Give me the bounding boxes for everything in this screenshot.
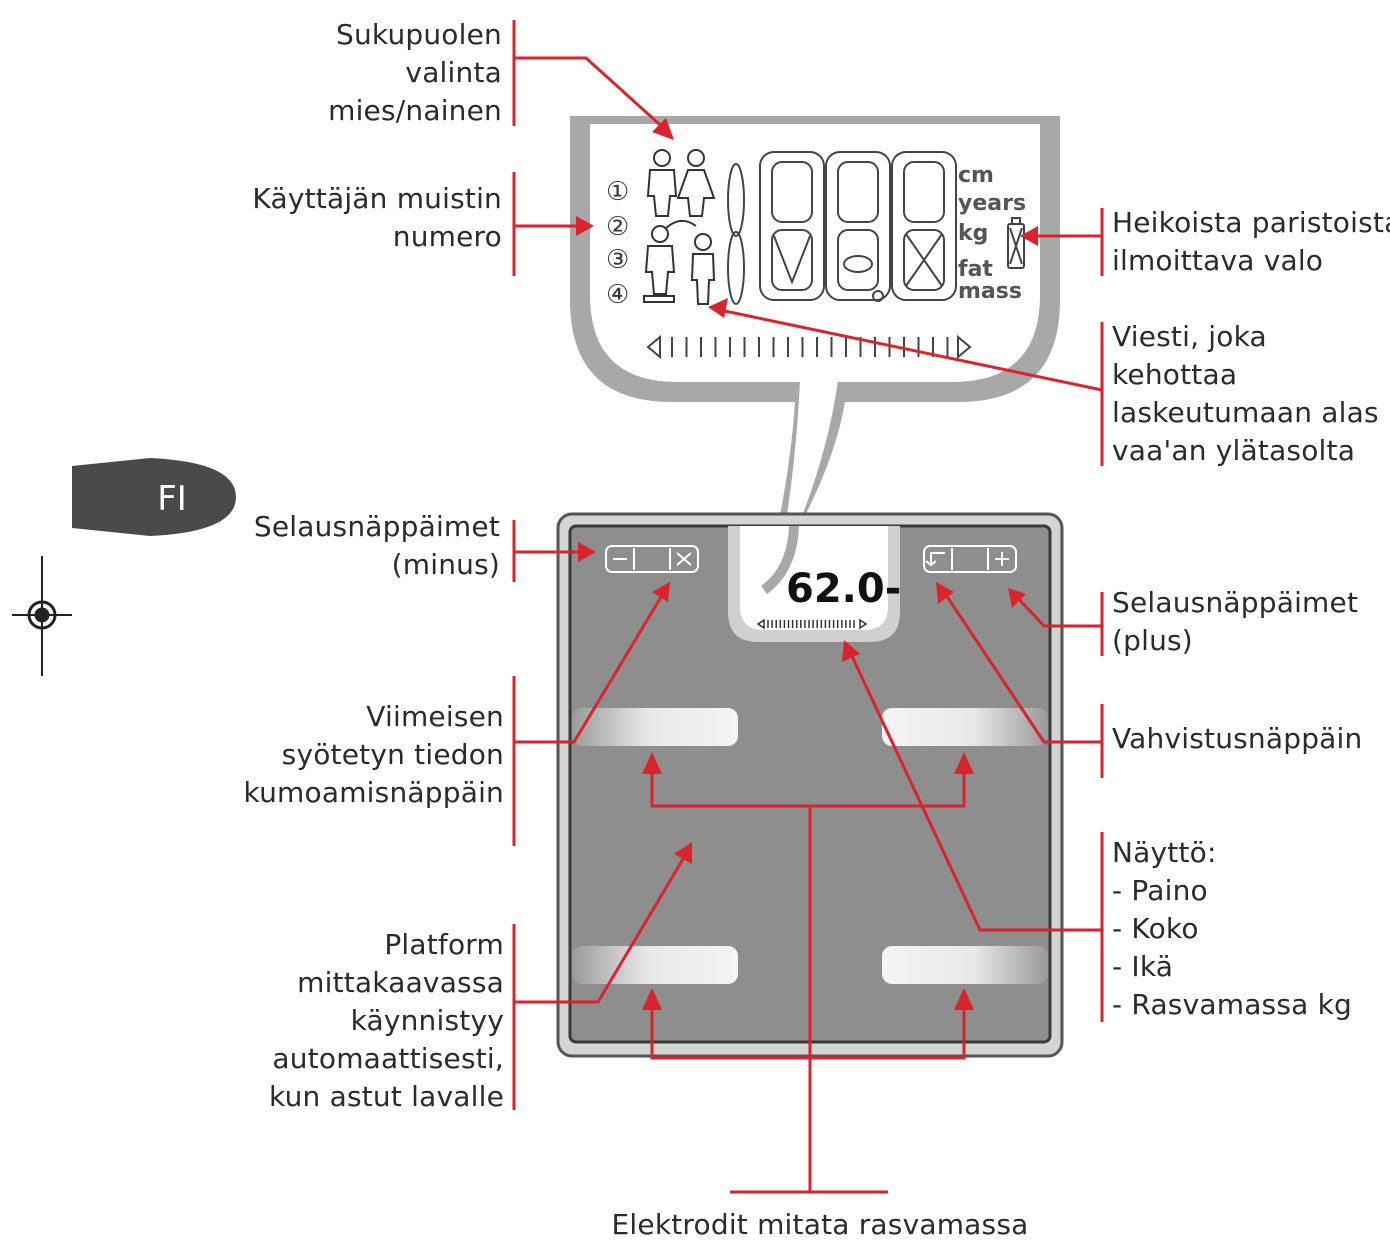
memory-number-2: ②	[606, 212, 629, 242]
confirm-icon	[925, 552, 945, 567]
electrode-bottom-left	[572, 946, 738, 984]
arrowheads	[576, 118, 1038, 1010]
curved-arrow-icon	[663, 219, 697, 231]
unit-fat: fat	[958, 257, 993, 282]
bubble-tail-end	[760, 525, 799, 595]
label-confirm-button: Vahvistusnäppäin	[1112, 722, 1363, 755]
label-display-info: Näyttö: - Paino - Koko - Ikä - Rasvamass…	[1112, 836, 1352, 1021]
unit-mass: mass	[958, 279, 1022, 304]
lcd-digit-1	[759, 151, 825, 301]
memory-number-icons: ① ② ③ ④	[606, 177, 629, 310]
label-scroll-minus: Selausnäppäimet(minus)	[253, 510, 500, 581]
undo-icon	[676, 552, 692, 566]
unit-kg: kg	[958, 221, 988, 246]
unit-years: years	[958, 191, 1026, 216]
scale-display-reading: 62.0-	[786, 566, 901, 612]
scale-display-screen	[740, 526, 888, 630]
memory-number-4: ④	[606, 280, 629, 310]
scroll-minus-button[interactable]	[605, 545, 699, 573]
plus-icon	[995, 552, 1009, 566]
electrode-top-left	[572, 708, 738, 746]
lcd-digit-2	[825, 151, 891, 301]
language-tab-label: FI	[157, 479, 187, 519]
female-figure-icon	[676, 149, 716, 217]
registration-mark-icon	[12, 556, 72, 676]
scale-display-bar	[756, 618, 868, 630]
male-figure-icon	[646, 149, 678, 217]
low-battery-icon	[1007, 217, 1025, 269]
scroll-plus-button[interactable]	[923, 545, 1017, 573]
person-on-top-step-icon	[643, 225, 676, 303]
label-electrodes: Elektrodit mitata rasvamassa	[611, 1208, 1029, 1241]
lcd-units: cm years kg fat mass	[958, 163, 1026, 304]
electrode-bottom-right	[882, 946, 1048, 984]
person-step-down-icon	[690, 233, 716, 305]
lcd-bar-graph	[646, 334, 972, 360]
label-bars	[512, 20, 1104, 1110]
unit-cm: cm	[958, 163, 994, 188]
lcd-digits	[727, 151, 957, 305]
language-tab	[72, 458, 236, 536]
lcd-digit-3	[891, 151, 957, 301]
memory-number-3: ③	[606, 245, 629, 275]
memory-number-1: ①	[606, 177, 629, 207]
label-scroll-plus: Selausnäppäimet(plus)	[1112, 586, 1359, 657]
callout-lines	[514, 56, 1103, 1194]
electrode-top-right	[882, 708, 1048, 746]
